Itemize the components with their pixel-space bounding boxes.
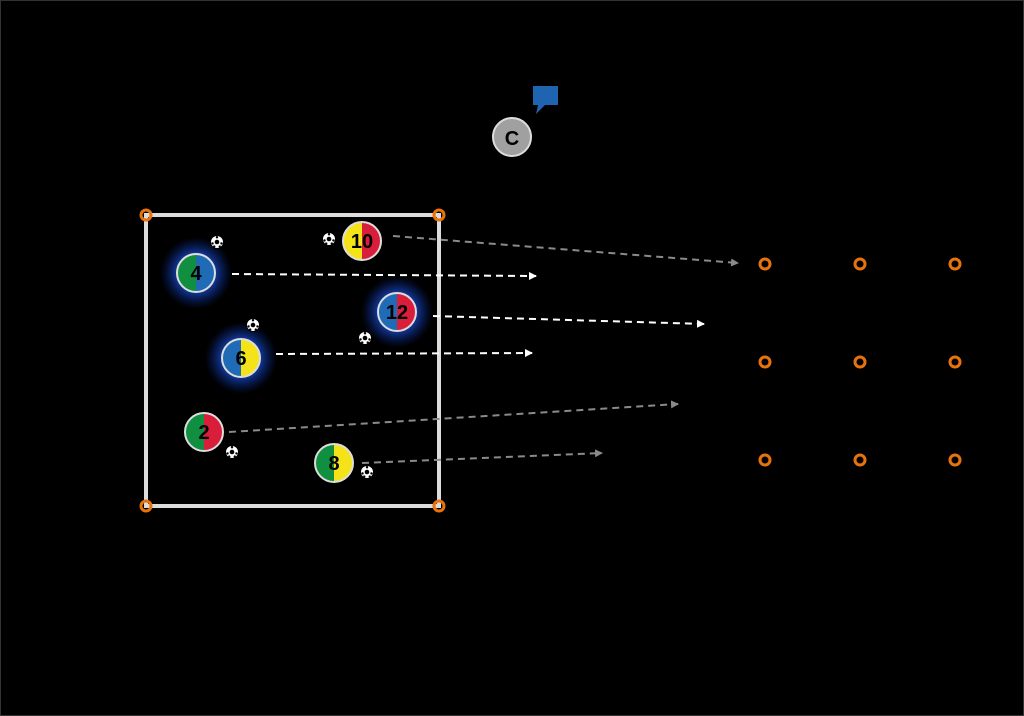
player-4[interactable]: 4	[176, 253, 216, 293]
cone-icon[interactable]	[139, 499, 153, 513]
soccer-ball-icon[interactable]	[210, 235, 224, 249]
player-number: 4	[190, 263, 202, 285]
player-number: 10	[351, 231, 373, 253]
player-8[interactable]: 8	[314, 443, 354, 483]
pass-arrow-2[interactable]	[228, 400, 679, 433]
cone-icon[interactable]	[948, 453, 962, 467]
cone-icon[interactable]	[853, 453, 867, 467]
soccer-ball-icon[interactable]	[360, 465, 374, 479]
player-2[interactable]: 2	[184, 412, 224, 452]
soccer-ball-icon[interactable]	[225, 445, 239, 459]
player-10[interactable]: 10	[342, 221, 382, 261]
soccer-ball-icon[interactable]	[322, 232, 336, 246]
player-number: 8	[328, 453, 339, 475]
coach-label: C	[505, 128, 519, 150]
grid-square	[144, 213, 441, 508]
cone-icon[interactable]	[432, 208, 446, 222]
soccer-ball-icon[interactable]	[358, 331, 372, 345]
speech-bubble-icon[interactable]	[533, 86, 558, 114]
player-6[interactable]: 6	[221, 338, 261, 378]
player-number: 6	[235, 348, 246, 370]
cone-icon[interactable]	[758, 453, 772, 467]
cone-icon[interactable]	[139, 208, 153, 222]
cone-icon[interactable]	[758, 257, 772, 271]
cone-icon[interactable]	[948, 355, 962, 369]
pass-arrow-10[interactable]	[392, 235, 739, 267]
run-arrow-12[interactable]	[432, 315, 705, 328]
player-number: 12	[386, 302, 408, 324]
cone-icon[interactable]	[853, 355, 867, 369]
player-number: 2	[198, 422, 209, 444]
cone-icon[interactable]	[853, 257, 867, 271]
cone-icon[interactable]	[948, 257, 962, 271]
player-12[interactable]: 12	[377, 292, 417, 332]
soccer-ball-icon[interactable]	[246, 318, 260, 332]
cone-icon[interactable]	[758, 355, 772, 369]
run-arrow-4[interactable]	[231, 271, 537, 280]
run-arrow-6[interactable]	[275, 349, 533, 358]
coach[interactable]: C	[492, 117, 532, 157]
cone-icon[interactable]	[432, 499, 446, 513]
pass-arrow-8[interactable]	[361, 449, 603, 464]
